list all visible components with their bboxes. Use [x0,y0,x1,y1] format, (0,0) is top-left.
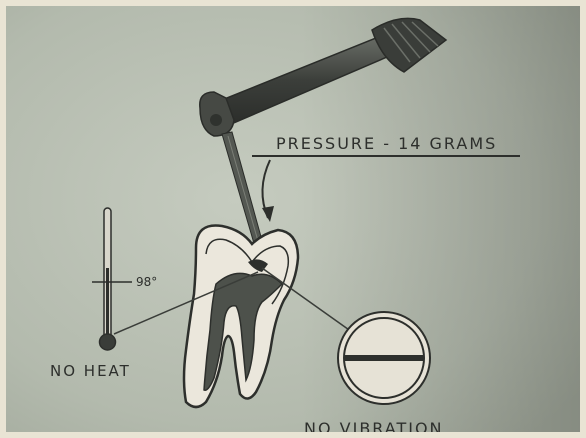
pressure-label: PRESSURE - 14 GRAMS [276,134,497,153]
no-heat-label: NO HEAT [50,362,131,380]
vibration-gauge-icon [338,312,430,404]
temperature-label: 98° [136,275,157,289]
